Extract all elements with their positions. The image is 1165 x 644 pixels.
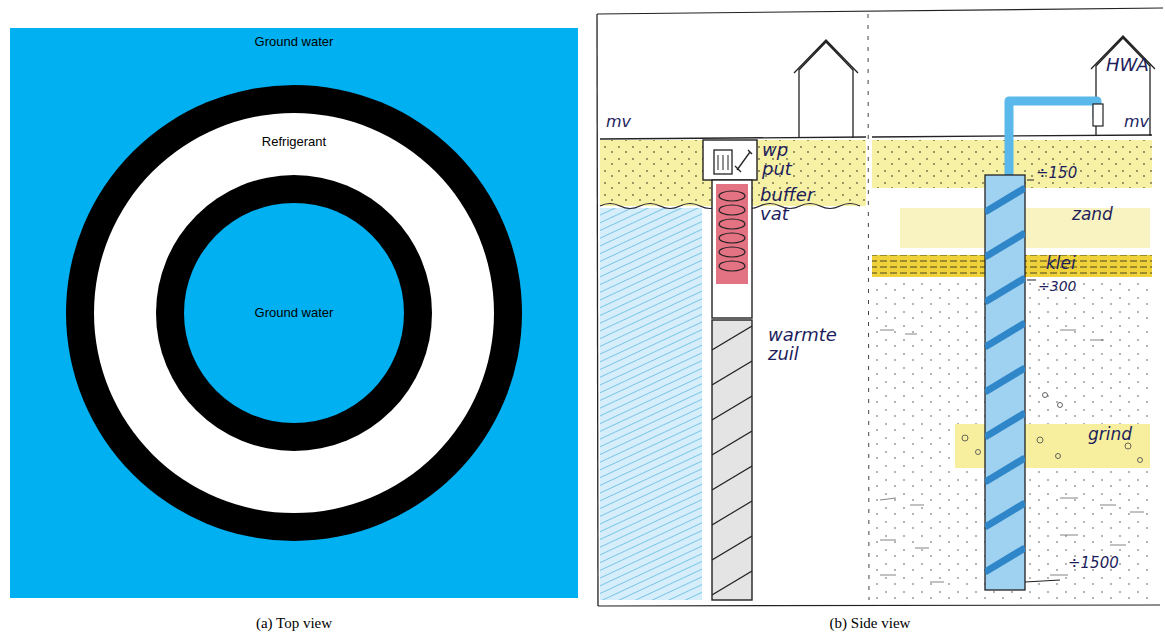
coil-symbol xyxy=(719,191,745,271)
buffer-vessel xyxy=(712,180,752,318)
heat-column xyxy=(985,175,1025,590)
part-label: warmte zuil xyxy=(768,326,848,364)
groundwater-area: Ground waterRefrigerantGround water xyxy=(10,28,578,598)
well-pit xyxy=(703,140,757,180)
house-outline xyxy=(794,40,858,138)
part-label: buffer vat xyxy=(760,186,832,224)
subfigure-caption: (b) Side view xyxy=(770,614,970,632)
level-tick xyxy=(1025,180,1060,582)
part-label: wp put xyxy=(762,141,804,179)
part-label: HWA xyxy=(1106,56,1165,75)
rainwater-drain xyxy=(1093,104,1103,126)
region-label: Ground water xyxy=(194,305,394,321)
heat-pump-symbol xyxy=(718,155,728,170)
valve-symbol xyxy=(735,150,752,172)
ground-level-label: mv xyxy=(1124,114,1164,131)
ground-level-line xyxy=(600,137,866,139)
ring-border xyxy=(156,175,432,451)
region-label: Ground water xyxy=(10,34,578,50)
ring-border xyxy=(66,85,522,541)
frame-line xyxy=(598,605,1160,606)
divider-line xyxy=(868,14,869,600)
heat-column xyxy=(712,320,752,600)
region-label: Refrigerant xyxy=(194,134,394,150)
layer-label: grind xyxy=(1088,426,1158,444)
groundwater-core: Ground water xyxy=(156,175,432,451)
ring-fill xyxy=(94,113,494,513)
layer-label: klei xyxy=(1046,255,1106,273)
heated-water xyxy=(716,184,748,284)
refrigerant-ring: RefrigerantGround water xyxy=(66,85,522,541)
depth-label: ÷300 xyxy=(1038,279,1108,294)
ring-fill xyxy=(184,203,404,423)
groundwater-area xyxy=(600,208,702,600)
subfigure-caption: (a) Top view xyxy=(194,614,394,632)
frame-line xyxy=(597,8,1163,14)
heat-pump-symbol xyxy=(714,150,732,174)
frame-line xyxy=(597,14,598,606)
layer-label: zand xyxy=(1072,206,1142,224)
heat-column-stripes xyxy=(985,188,1025,572)
heat-column-stripes xyxy=(712,326,752,595)
ground-level-label: mv xyxy=(606,114,646,131)
depth-label: ÷150 xyxy=(1036,166,1106,182)
depth-label: ÷1500 xyxy=(1068,556,1148,572)
